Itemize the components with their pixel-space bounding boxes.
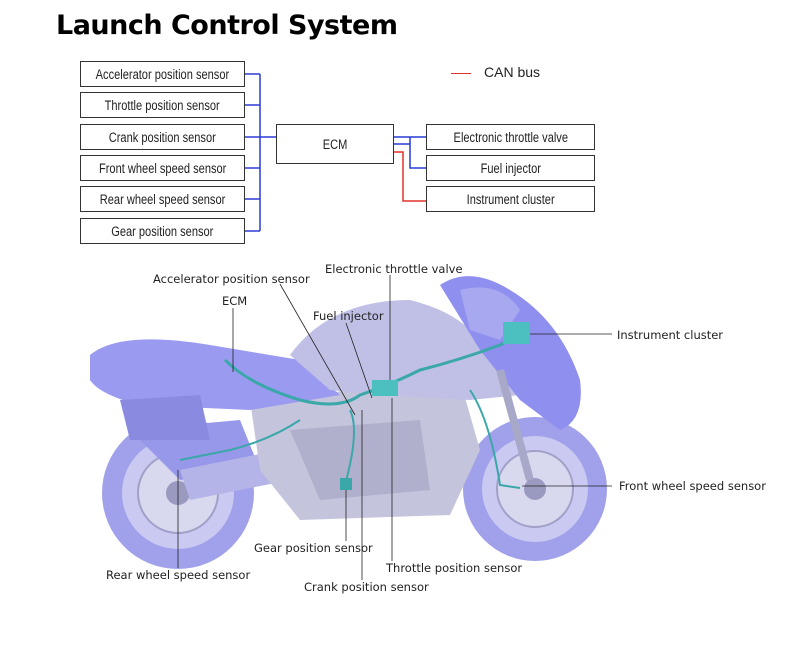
callout-lines bbox=[177, 275, 612, 580]
ecm-box: ECM bbox=[276, 124, 394, 164]
callout-gear: Gear position sensor bbox=[254, 541, 373, 555]
wiring-harness bbox=[223, 333, 521, 406]
callout-accelerator: Accelerator position sensor bbox=[153, 272, 310, 286]
output-box-throttle-valve: Electronic throttle valve bbox=[426, 124, 595, 150]
input-box-rear-wheel: Rear wheel speed sensor bbox=[80, 186, 245, 212]
callout-instrument-cluster: Instrument cluster bbox=[617, 328, 723, 342]
input-box-throttle-position: Throttle position sensor bbox=[80, 92, 245, 118]
input-box-accelerator: Accelerator position sensor bbox=[80, 61, 245, 87]
callout-throttle-valve: Electronic throttle valve bbox=[325, 262, 463, 276]
output-box-instrument-cluster: Instrument cluster bbox=[426, 186, 595, 212]
callout-ecm: ECM bbox=[222, 294, 247, 308]
output-box-fuel-injector: Fuel injector bbox=[426, 155, 595, 181]
callout-crank: Crank position sensor bbox=[304, 580, 429, 594]
input-box-gear: Gear position sensor bbox=[80, 218, 245, 244]
input-box-crank: Crank position sensor bbox=[80, 124, 245, 150]
input-box-front-wheel: Front wheel speed sensor bbox=[80, 155, 245, 181]
callout-rear-wheel: Rear wheel speed sensor bbox=[106, 568, 250, 582]
page-title: Launch Control System bbox=[56, 10, 398, 41]
can-bus-legend-label: CAN bus bbox=[484, 64, 541, 80]
can-bus-legend-swatch bbox=[451, 73, 471, 74]
can-bus-line bbox=[394, 151, 426, 202]
instrument-cluster-unit bbox=[503, 322, 529, 344]
throttle-body-unit bbox=[372, 380, 398, 396]
signal-lines bbox=[245, 73, 426, 232]
callout-front-wheel: Front wheel speed sensor bbox=[619, 479, 766, 493]
callout-fuel-injector: Fuel injector bbox=[313, 309, 384, 323]
callout-throttle-position: Throttle position sensor bbox=[385, 561, 522, 575]
